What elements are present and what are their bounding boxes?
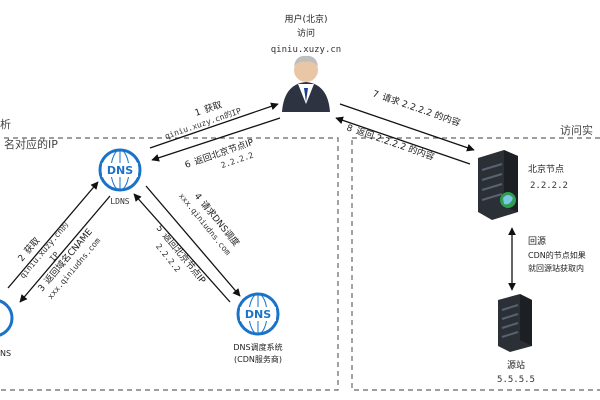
dns-scheduler-provider: (CDN服务商) bbox=[234, 354, 282, 364]
left-dns-node-icon bbox=[0, 299, 14, 337]
arrow-step-5 bbox=[133, 193, 231, 303]
step-3-number: 3 bbox=[37, 283, 48, 294]
right-region-box bbox=[351, 137, 600, 391]
beijing-node-name: 北京节点 bbox=[528, 163, 564, 175]
arrow-step-4 bbox=[145, 185, 241, 297]
arrow-step-7 bbox=[339, 103, 475, 152]
ldns-label: LDNS bbox=[110, 197, 129, 206]
dns-scheduler-icon: DNS bbox=[236, 292, 280, 336]
step-7-text: 请求 2.2.2.2 的内容 bbox=[380, 91, 462, 129]
step-5-number: 5 bbox=[154, 224, 165, 235]
beijing-node-ip: 2.2.2.2 bbox=[530, 181, 568, 191]
arrow-step-3 bbox=[19, 195, 111, 303]
step-6-number: 6 bbox=[184, 159, 193, 170]
left-region-subtitle: 名对应的IP bbox=[4, 137, 58, 151]
origin-ip: 5.5.5.5 bbox=[497, 375, 535, 385]
origin-name: 源站 bbox=[507, 359, 525, 371]
step-8-number: 8 bbox=[345, 123, 354, 134]
origin-fetch-title: 回源 bbox=[528, 236, 546, 247]
dns-scheduler-icon-text: DNS bbox=[245, 308, 271, 321]
left-region-title: 析 bbox=[0, 117, 11, 131]
arrow-step-8 bbox=[335, 116, 471, 165]
step-2-number: 2 bbox=[17, 253, 28, 264]
dns-scheduler-label: DNS调度系统 bbox=[233, 342, 282, 352]
step-7-number: 7 bbox=[371, 89, 380, 100]
arrow-step-6 bbox=[151, 117, 281, 162]
step-1-sub: qiniu.xuzy.cn的IP bbox=[163, 105, 242, 141]
step-4-number: 4 bbox=[192, 192, 204, 203]
step-1-number: 1 bbox=[194, 108, 203, 119]
arrow-step-1 bbox=[149, 102, 279, 149]
origin-fetch-line2: 就回源站获取内 bbox=[528, 263, 584, 273]
right-region-title: 访问实 bbox=[560, 123, 593, 137]
user-avatar-icon bbox=[282, 55, 330, 112]
user-title: 用户(北京) bbox=[284, 13, 327, 25]
left-dns-node-label: NS bbox=[0, 349, 11, 358]
origin-fetch-line1: CDN的节点如果 bbox=[528, 250, 586, 260]
ldns-icon-text: DNS bbox=[107, 164, 133, 177]
origin-server-icon bbox=[498, 294, 532, 352]
user-domain: qiniu.xuzy.cn bbox=[271, 45, 341, 55]
beijing-server-icon bbox=[478, 150, 518, 220]
step-8-text: 返回 2.2.2.2 的内容 bbox=[354, 125, 436, 163]
user-action: 访问 bbox=[297, 27, 315, 39]
left-region-box bbox=[0, 137, 339, 391]
arrow-step-2 bbox=[7, 181, 99, 289]
ldns-dns-icon: DNS bbox=[98, 148, 142, 192]
